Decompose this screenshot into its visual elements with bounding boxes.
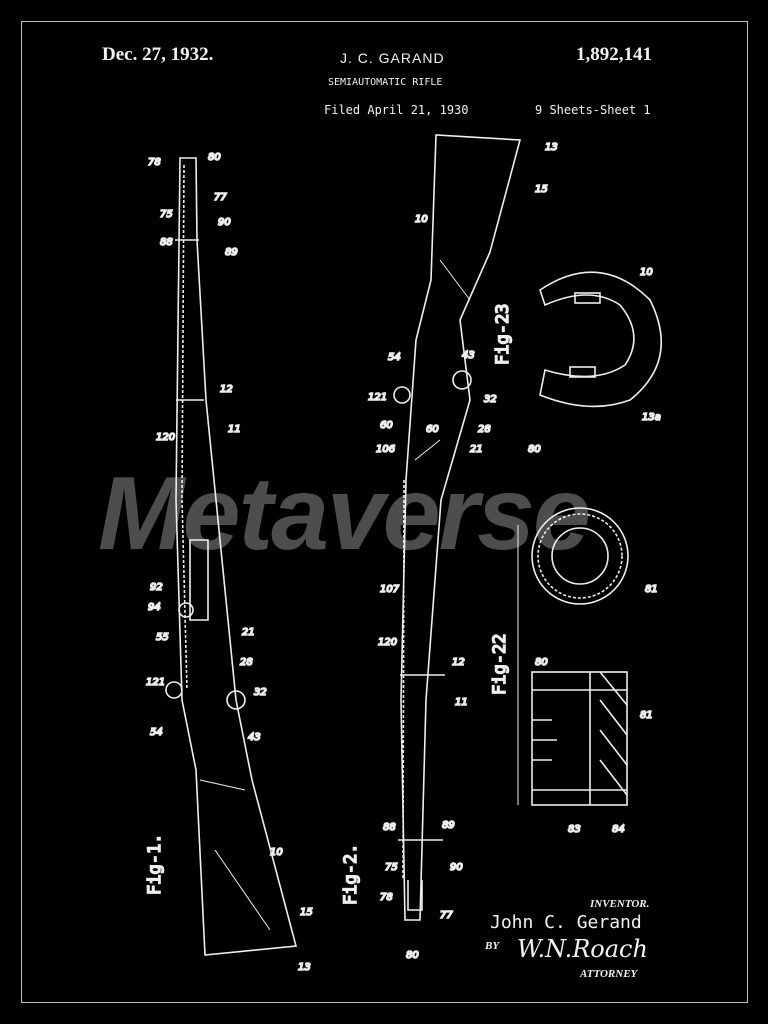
- part-number: 90: [450, 862, 463, 873]
- part-number: 13a: [642, 412, 661, 423]
- part-number: 121: [368, 392, 387, 403]
- part-number: 55: [156, 632, 169, 643]
- part-number: 120: [378, 637, 397, 648]
- part-number: 80: [208, 152, 221, 163]
- part-number: 77: [214, 192, 227, 203]
- part-number: 106: [376, 444, 395, 455]
- by-label: BY: [485, 940, 500, 952]
- fig1-part-numbers: 78 80 77 75 90 88 89 12 11 120 92 94 21 …: [145, 151, 313, 974]
- part-number: 32: [254, 687, 267, 698]
- attorney-label: ATTORNEY: [580, 968, 638, 980]
- part-number: 28: [478, 424, 491, 435]
- part-number: 88: [383, 822, 396, 833]
- part-number: 32: [484, 394, 497, 405]
- part-number: 13: [545, 142, 558, 153]
- part-number: 77: [440, 910, 453, 921]
- fig22-label: Fig-22: [490, 634, 510, 695]
- fig1-label: Fig-1.: [145, 834, 165, 895]
- part-number: 83: [568, 824, 581, 835]
- fig2-label: Fig-2.: [341, 844, 361, 905]
- part-number: 54: [388, 352, 401, 363]
- part-number: 60: [380, 420, 393, 431]
- part-number: 121: [146, 677, 165, 688]
- inventor-name: John C. Gerand: [490, 912, 642, 933]
- border-frame: [21, 21, 748, 1003]
- part-number: 13: [298, 962, 311, 973]
- part-number: 88: [160, 237, 173, 248]
- filed-date: Filed April 21, 1930: [324, 103, 469, 117]
- part-number: 11: [455, 697, 468, 708]
- part-number: 78: [148, 157, 161, 168]
- part-number: 81: [645, 584, 658, 595]
- part-number: 43: [248, 732, 261, 743]
- part-number: 28: [240, 657, 253, 668]
- fig23-label: Fig-23: [493, 304, 513, 365]
- part-number: 84: [612, 824, 625, 835]
- part-number: 12: [452, 657, 465, 668]
- part-number: 12: [220, 384, 233, 395]
- part-number: 92: [150, 582, 163, 593]
- part-number: 15: [535, 184, 548, 195]
- part-number: 15: [300, 907, 313, 918]
- part-number: 75: [160, 209, 173, 220]
- part-number: 21: [470, 444, 483, 455]
- inventor-header: J. C. GARAND: [340, 50, 445, 66]
- part-number: 10: [270, 847, 283, 858]
- part-number: 78: [380, 892, 393, 903]
- part-number: 11: [228, 424, 241, 435]
- part-number: 81: [640, 710, 653, 721]
- sheet-count: 9 Sheets-Sheet 1: [535, 103, 651, 117]
- fig23-drawing: [539, 271, 662, 408]
- part-number: 54: [150, 727, 163, 738]
- part-number: 120: [156, 432, 175, 443]
- part-number: 80: [535, 657, 548, 668]
- patent-title: SEMIAUTOMATIC RIFLE: [328, 77, 443, 88]
- patent-number: 1,892,141: [576, 44, 652, 65]
- part-number: 89: [442, 820, 455, 831]
- fig2-part-numbers: 13 15 10 54 43 121 32 60 28 106 21 107 1…: [367, 141, 558, 962]
- inventor-label: INVENTOR.: [590, 898, 650, 910]
- part-number: 107: [380, 584, 400, 595]
- watermark: Metaverse: [98, 456, 591, 572]
- part-number: 10: [640, 267, 653, 278]
- fig1-rifle: [165, 157, 298, 956]
- patent-date: Dec. 27, 1932.: [102, 44, 214, 65]
- part-number: 80: [528, 444, 541, 455]
- fig2-rifle: [393, 134, 522, 921]
- part-number: 43: [462, 350, 475, 361]
- part-number: 75: [385, 862, 398, 873]
- part-number: 21: [242, 627, 255, 638]
- part-number: 10: [415, 214, 428, 225]
- fig22-drawing: [517, 507, 629, 806]
- part-number: 80: [406, 950, 419, 961]
- part-number: 89: [225, 247, 238, 258]
- attorney-signature: W.N.Roach: [517, 935, 648, 963]
- part-number: 94: [148, 602, 161, 613]
- part-number: 90: [218, 217, 231, 228]
- part-number: 60: [426, 424, 439, 435]
